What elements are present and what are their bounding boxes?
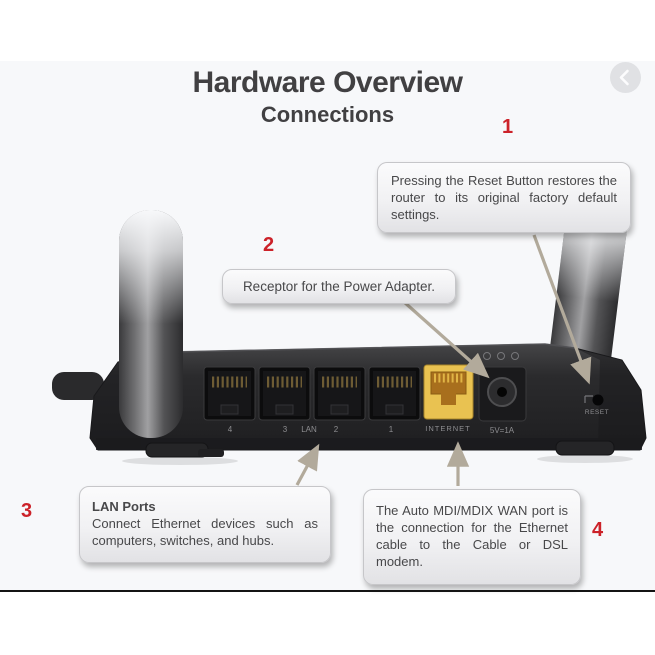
callout-power-adapter: Receptor for the Power Adapter. (222, 269, 456, 304)
internet-port (423, 364, 474, 420)
reset-button (584, 394, 604, 406)
callout-number-2: 2 (263, 234, 275, 256)
internet-label: INTERNET (425, 424, 471, 433)
callout-reset-text: Pressing the Reset Button restores the r… (391, 173, 617, 222)
callout-lan-title: LAN Ports (92, 499, 156, 514)
carousel-prev-button[interactable] (610, 62, 641, 93)
callout-number-3: 3 (21, 500, 33, 522)
chevron-left-icon (619, 69, 629, 86)
lan-port-1 (368, 366, 421, 421)
callout-lan-ports: LAN Ports Connect Ethernet devices such … (79, 486, 331, 563)
lan-port-2 (313, 366, 366, 421)
callout-wan-port: The Auto MDI/MDIX WAN port is the connec… (363, 489, 581, 585)
lan3-label: 3 (283, 425, 288, 434)
panel-labels: 4 3 LAN 2 1 INTERNET 5V=1A RESET (228, 409, 609, 435)
lan1-label: 1 (389, 425, 394, 434)
reset-label: RESET (585, 409, 609, 416)
arrow-to-reset (532, 234, 592, 385)
lan-port-3 (258, 366, 311, 421)
page-title: Hardware Overview (192, 66, 463, 99)
callout-number-1: 1 (502, 116, 514, 138)
page-bottom-rule (0, 590, 655, 592)
callout-wan-text: The Auto MDI/MDIX WAN port is the connec… (376, 503, 568, 569)
antenna-left (119, 210, 183, 438)
arrow-to-lan-ports (295, 443, 320, 486)
callout-lan-text: Connect Ethernet devices such as compute… (92, 516, 318, 548)
lan-port-4 (203, 366, 256, 421)
callout-reset-button: Pressing the Reset Button restores the r… (377, 162, 631, 233)
page-subtitle: Connections (260, 102, 395, 127)
lan4-label: 4 (228, 425, 233, 434)
leader-arrows (295, 234, 592, 486)
arrow-to-power-jack (401, 299, 490, 379)
callout-number-4: 4 (592, 519, 604, 541)
lan-group-label: LAN (301, 425, 317, 434)
lan2-label: 2 (334, 425, 339, 434)
power-label: 5V=1A (490, 426, 515, 435)
callout-power-text: Receptor for the Power Adapter. (242, 279, 436, 294)
power-jack (478, 352, 527, 422)
